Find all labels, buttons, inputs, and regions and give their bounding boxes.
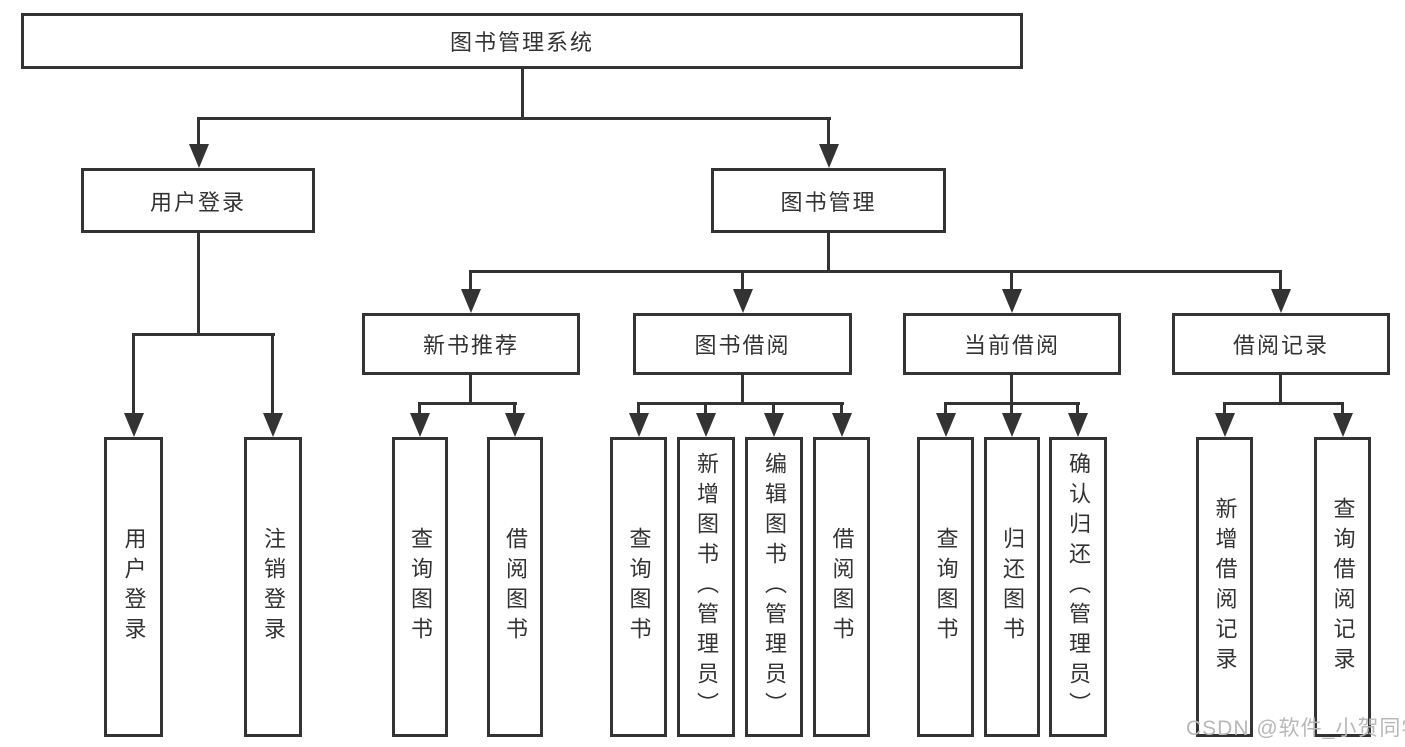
node-label: 注销登录 <box>261 527 286 647</box>
connector-line-v <box>197 232 200 336</box>
node-book-management: 图书管理 <box>711 168 946 233</box>
node-user-login-leaf: 用户登录 <box>104 437 163 737</box>
arrow-down <box>1332 402 1353 437</box>
node-borrow-books-recommend: 借阅图书 <box>487 437 543 737</box>
connector-line-v <box>521 69 524 119</box>
arrow-down <box>732 270 753 313</box>
arrow-down <box>1214 402 1235 437</box>
watermark: CSDN @软件_小贺同学 <box>1186 717 1405 740</box>
node-return-books: 归还图书 <box>984 437 1040 737</box>
connector-line-h <box>1223 402 1344 405</box>
node-label: 借阅图书 <box>503 527 528 647</box>
arrow-down <box>1001 402 1022 437</box>
node-user-login: 用户登录 <box>81 168 315 233</box>
connector-line-h <box>419 402 517 405</box>
node-query-books-recommend: 查询图书 <box>392 437 448 737</box>
node-borrow-books-borrowing: 借阅图书 <box>813 437 870 737</box>
connector-line-v <box>469 375 472 405</box>
node-book-borrowing: 图书借阅 <box>633 313 852 375</box>
node-confirm-return-admin: 确认归还（管理员） <box>1049 437 1107 737</box>
arrow-down <box>1067 402 1088 437</box>
node-label: 新增图书（管理员） <box>694 452 719 722</box>
node-label: 图书管理 <box>780 189 877 215</box>
node-query-books-borrowing: 查询图书 <box>610 437 667 737</box>
node-query-books-current: 查询图书 <box>917 437 974 737</box>
node-label: 借阅记录 <box>1232 333 1329 358</box>
node-current-borrowing: 当前借阅 <box>903 313 1121 375</box>
connector-line-h <box>637 402 844 405</box>
arrow-down <box>695 402 716 437</box>
arrow-down <box>262 333 283 437</box>
arrow-down <box>935 402 956 437</box>
connector-line-v <box>1010 375 1013 405</box>
node-label: 编辑图书（管理员） <box>762 452 787 722</box>
node-add-borrow-record: 新增借阅记录 <box>1196 437 1253 737</box>
connector-line-v <box>1279 375 1282 405</box>
arrow-down <box>831 402 852 437</box>
arrow-down <box>504 402 525 437</box>
node-label: 借阅图书 <box>829 527 855 647</box>
node-label: 新增借阅记录 <box>1212 497 1238 677</box>
node-label: 查询图书 <box>933 527 959 647</box>
node-add-books-admin: 新增图书（管理员） <box>677 437 735 737</box>
arrow-down <box>818 117 839 168</box>
node-edit-books-admin: 编辑图书（管理员） <box>745 437 803 737</box>
node-new-book-recommendation: 新书推荐 <box>362 313 580 375</box>
node-label: 图书管理系统 <box>449 30 594 55</box>
node-library-management-system: 图书管理系统 <box>21 13 1023 69</box>
node-label: 用户登录 <box>149 189 246 215</box>
arrow-down <box>1270 270 1291 313</box>
node-label: 图书借阅 <box>694 333 791 358</box>
node-logout: 注销登录 <box>244 437 302 737</box>
node-label: 确认归还（管理员） <box>1066 452 1091 722</box>
node-label: 归还图书 <box>1000 527 1025 647</box>
node-label: 查询图书 <box>408 527 433 647</box>
node-borrowing-records: 借阅记录 <box>1172 313 1390 375</box>
node-query-borrow-record: 查询借阅记录 <box>1314 437 1371 737</box>
connector-line-h <box>470 270 1282 273</box>
arrow-down <box>123 333 144 437</box>
arrow-down <box>188 117 209 168</box>
node-label: 查询借阅记录 <box>1330 497 1356 677</box>
node-label: 用户登录 <box>121 527 147 647</box>
node-label: 当前借阅 <box>963 333 1060 358</box>
node-label: 新书推荐 <box>422 333 519 358</box>
arrow-down <box>409 402 430 437</box>
node-label: 查询图书 <box>626 527 652 647</box>
connector-line-h <box>197 117 831 120</box>
arrow-down <box>1001 270 1022 313</box>
arrow-down <box>460 270 481 313</box>
connector-line-h <box>132 333 275 336</box>
arrow-down <box>763 402 784 437</box>
arrow-down <box>628 402 649 437</box>
connector-line-v <box>741 375 744 405</box>
connector-line-v <box>827 233 830 273</box>
